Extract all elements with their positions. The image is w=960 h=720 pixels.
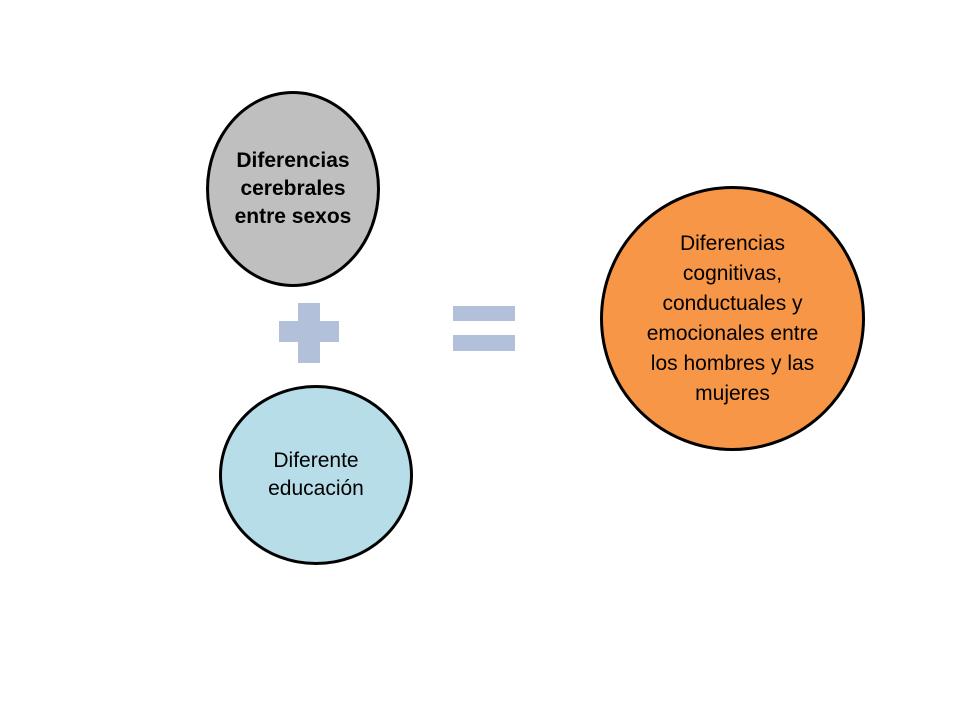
node-different-education-label: Diferente educación <box>268 449 364 500</box>
node-result-differences-label: Diferencias cognitivas, conductuales y e… <box>646 231 819 405</box>
node-result-differences: Diferencias cognitivas, conductuales y e… <box>600 186 865 451</box>
equals-icon-bottom-bar <box>453 335 515 351</box>
node-brain-differences: Diferencias cerebrales entre sexos <box>206 91 380 287</box>
plus-icon-horizontal-bar <box>279 321 339 342</box>
equals-icon-top-bar <box>453 306 515 321</box>
node-brain-differences-label: Diferencias cerebrales entre sexos <box>234 149 352 228</box>
node-different-education: Diferente educación <box>219 385 413 565</box>
